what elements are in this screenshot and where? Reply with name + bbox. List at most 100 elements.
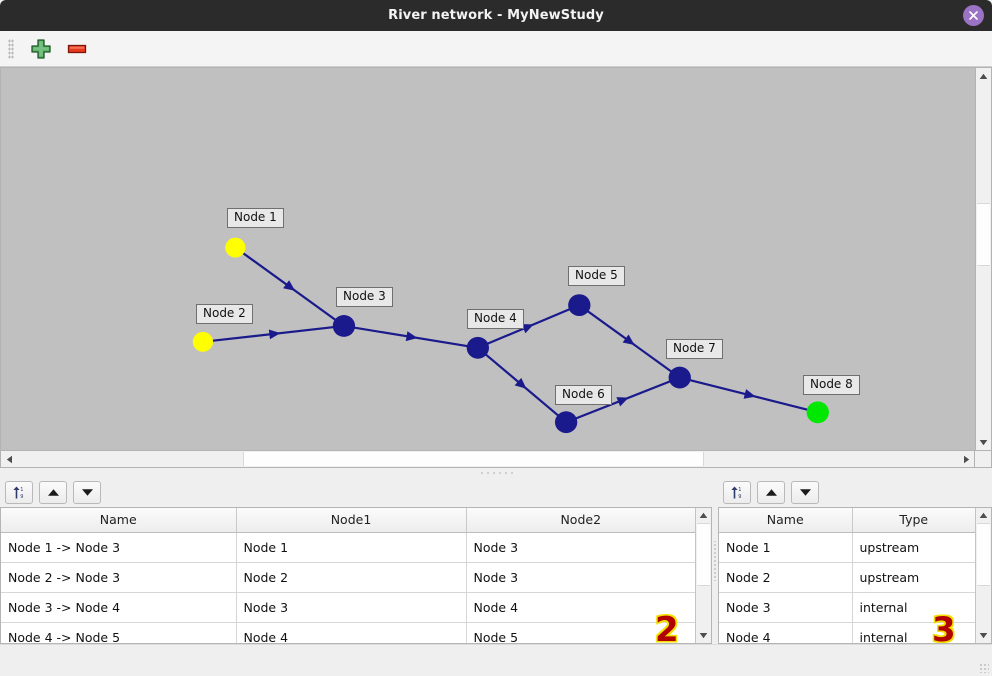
node-cell-type[interactable]: internal	[852, 622, 975, 643]
node-cell-name[interactable]: Node 4	[719, 622, 853, 643]
graph-node-n3[interactable]	[332, 315, 356, 337]
graph-node-n7[interactable]	[668, 366, 691, 389]
add-node-button[interactable]	[30, 38, 52, 60]
nodes-vscroll-track[interactable]	[976, 523, 991, 628]
reach-cell-node1[interactable]: Node 1	[236, 532, 467, 563]
graph-node-label-n3[interactable]: Node 3	[336, 287, 393, 307]
nodes-move-up-button[interactable]	[757, 481, 785, 504]
edge-arrow-n4-n6	[514, 377, 527, 389]
network-canvas[interactable]: Node 1 Node 2 Node 3 Node 4 Node 5 Node 6 Node…	[0, 67, 975, 451]
reaches-scroll-down-button[interactable]	[696, 628, 711, 643]
reaches-vscroll-track[interactable]	[696, 523, 711, 628]
reach-cell-node2[interactable]: Node 3	[466, 562, 695, 593]
reach-cell-node2[interactable]: Node 4	[466, 592, 695, 623]
graph-node-label-n2[interactable]: Node 2	[196, 304, 253, 324]
graph-horizontal-scrollbar[interactable]	[0, 451, 975, 468]
reaches-vertical-scrollbar[interactable]	[695, 508, 711, 643]
status-bar	[0, 644, 992, 676]
graph-vertical-scrollbar[interactable]	[975, 67, 992, 451]
nodes-col-name[interactable]: Name	[719, 508, 853, 533]
graph-node-n5[interactable]	[568, 294, 591, 317]
vertical-splitter[interactable]	[712, 541, 718, 581]
scroll-right-button[interactable]	[958, 451, 974, 467]
toolbar-grip[interactable]	[8, 38, 14, 59]
nodes-scroll-up-button[interactable]	[976, 508, 991, 523]
scroll-down-button[interactable]	[976, 434, 991, 450]
graph-vscroll-thumb[interactable]	[977, 203, 990, 266]
reach-cell-name[interactable]: Node 3 -> Node 4	[1, 592, 237, 623]
reaches-scroll-up-button[interactable]	[696, 508, 711, 523]
tables-area: 1 9 Name Node1	[0, 478, 992, 651]
window-title: River network - MyNewStudy	[388, 8, 604, 23]
graph-node-n6[interactable]	[554, 411, 578, 434]
graph-node-n2[interactable]	[192, 331, 214, 352]
nodes-vertical-scrollbar[interactable]	[975, 508, 991, 643]
nodes-vscroll-thumb[interactable]	[977, 523, 990, 586]
reach-cell-name[interactable]: Node 1 -> Node 3	[1, 532, 237, 563]
scroll-left-button[interactable]	[1, 451, 17, 467]
reaches-col-node1[interactable]: Node1	[236, 508, 467, 533]
graph-node-label-n1[interactable]: Node 1	[227, 208, 284, 228]
delete-node-button[interactable]	[66, 38, 88, 60]
main-toolbar	[0, 31, 992, 67]
reach-cell-node2[interactable]: Node 3	[466, 532, 695, 563]
graph-node-label-n4[interactable]: Node 4	[467, 309, 524, 329]
graph-node-n8[interactable]	[806, 401, 829, 424]
reaches-col-name[interactable]: Name	[1, 508, 237, 533]
reaches-header-row: Name Node1 Node2	[1, 508, 695, 533]
edge-arrow-n7-n8	[743, 389, 756, 399]
reach-cell-node1[interactable]: Node 4	[236, 622, 467, 643]
node-cell-type[interactable]: upstream	[852, 532, 975, 563]
nodes-sort-button[interactable]: 1 9	[723, 481, 751, 504]
reaches-sort-button[interactable]: 1 9	[5, 481, 33, 504]
window-resize-grip[interactable]	[979, 663, 989, 673]
graph-vscroll-track[interactable]	[976, 84, 991, 434]
nodes-header-row: Name Type	[719, 508, 975, 533]
reaches-move-up-button[interactable]	[39, 481, 67, 504]
node-cell-type[interactable]: internal	[852, 592, 975, 623]
edge-arrow-n6-n7	[616, 397, 629, 407]
horizontal-splitter[interactable]	[0, 468, 992, 478]
graph-node-label-n7[interactable]: Node 7	[666, 339, 723, 359]
reach-cell-node1[interactable]: Node 3	[236, 592, 467, 623]
nodes-scroll-down-button[interactable]	[976, 628, 991, 643]
node-cell-name[interactable]: Node 1	[719, 532, 853, 563]
node-cell-type[interactable]: upstream	[852, 562, 975, 593]
reaches-vscroll-thumb[interactable]	[697, 523, 710, 586]
reach-cell-node2[interactable]: Node 5	[466, 622, 695, 643]
reaches-move-down-button[interactable]	[73, 481, 101, 504]
graph-node-label-n6[interactable]: Node 6	[555, 385, 612, 405]
scroll-up-button[interactable]	[976, 68, 991, 84]
close-icon[interactable]	[963, 5, 984, 26]
node-cell-name[interactable]: Node 2	[719, 562, 853, 593]
graph-node-n4[interactable]	[466, 336, 490, 359]
splitter-grip	[479, 471, 513, 475]
reach-cell-node1[interactable]: Node 2	[236, 562, 467, 593]
graph-hscroll-track[interactable]	[17, 451, 958, 467]
graph-node-n1[interactable]	[225, 237, 246, 258]
nodes-col-type[interactable]: Type	[852, 508, 975, 533]
svg-text:1: 1	[20, 487, 23, 493]
node-cell-name[interactable]: Node 3	[719, 592, 853, 623]
reach-cell-name[interactable]: Node 2 -> Node 3	[1, 562, 237, 593]
nodes-move-down-button[interactable]	[791, 481, 819, 504]
graph-node-label-n5[interactable]: Node 5	[568, 266, 625, 286]
reach-cell-name[interactable]: Node 4 -> Node 5	[1, 622, 237, 643]
svg-text:9: 9	[738, 494, 741, 500]
reaches-toolbar: 1 9	[0, 478, 712, 507]
graph-node-label-n8[interactable]: Node 8	[803, 375, 860, 395]
reaches-col-node2[interactable]: Node2	[466, 508, 695, 533]
graph-hscroll-thumb[interactable]	[242, 452, 704, 466]
